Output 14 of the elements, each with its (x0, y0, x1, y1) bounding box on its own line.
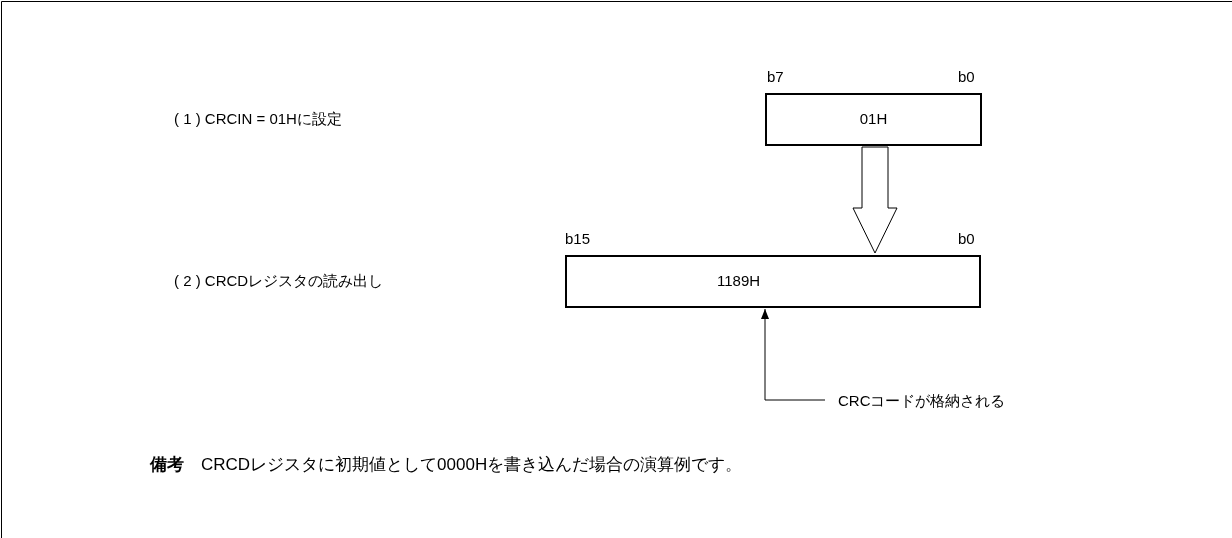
note-text: 備考 CRCDレジスタに初期値として0000Hを書き込んだ場合の演算例です。 (150, 456, 743, 474)
bit-number: b0 (958, 68, 975, 86)
register-box (565, 255, 981, 308)
bit-number: b15 (565, 230, 591, 248)
bit-number: b0 (958, 230, 975, 248)
row-label: ( 1 ) CRCIN = 01Hに設定 (174, 110, 342, 128)
register-value: 1189H (717, 272, 761, 290)
bit-number: b7 (767, 68, 784, 86)
register-value: 01H (859, 110, 888, 128)
row-label: ( 2 ) CRCDレジスタの読み出し (174, 272, 384, 290)
register-box (765, 93, 982, 146)
hollow-arrow (852, 146, 898, 254)
leader-line (761, 308, 826, 401)
annotation-text: CRCコードが格納される (838, 392, 1006, 410)
